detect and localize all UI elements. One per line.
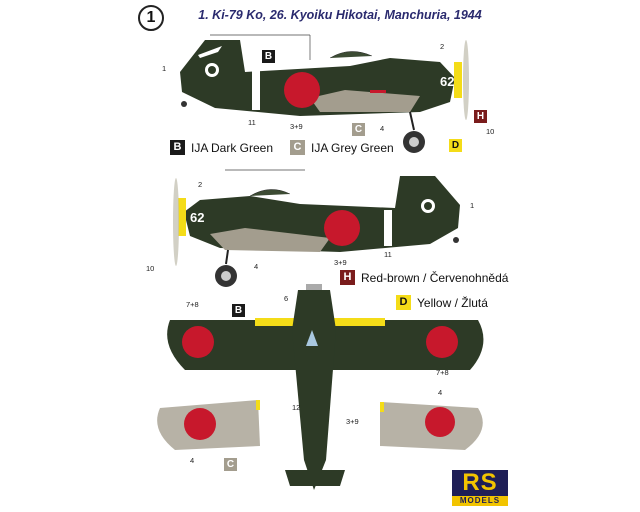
callout-plan-7-8-right: 7+8	[436, 368, 449, 377]
logo-mark: RS	[452, 470, 508, 496]
legend-h: H Red-brown / Červenohnědá	[340, 270, 508, 285]
callout-bottom-2: 2	[198, 180, 203, 189]
callout-top-2: 2	[440, 42, 445, 51]
legend-b: B IJA Dark Green	[170, 140, 273, 155]
callout-bottom-4: 4	[254, 262, 259, 271]
callout-top-4: 4	[380, 124, 385, 133]
callout-plan-12: 12	[292, 403, 301, 412]
legend-b-swatch: B	[170, 140, 185, 155]
legend-c: C IJA Grey Green	[290, 140, 394, 155]
callout-bottom-11: 11	[384, 250, 392, 259]
badge-h-top: H	[474, 110, 487, 123]
callout-top-3-9: 3+9	[290, 122, 303, 131]
legend-c-swatch: C	[290, 140, 305, 155]
badge-c-top: C	[352, 123, 365, 136]
callout-bottom-1: 1	[470, 201, 475, 210]
left-profile: 62	[180, 34, 469, 153]
callout-plan-7-8-left: 7+8	[186, 300, 199, 309]
fuselage-number: 62	[440, 74, 454, 89]
callout-top-11: 11	[248, 118, 256, 127]
callout-top-10: 10	[486, 127, 495, 136]
callout-wing-4-right: 4	[438, 388, 443, 397]
callout-bottom-10: 10	[146, 264, 155, 273]
legend-d-swatch: D	[396, 295, 411, 310]
legend-h-swatch: H	[340, 270, 355, 285]
right-profile: 62	[173, 169, 460, 287]
fuselage-number-right: 62	[190, 210, 204, 225]
rs-models-logo: RS MODELS	[452, 470, 508, 508]
wing-undersides	[157, 400, 483, 450]
legend-b-label: IJA Dark Green	[191, 140, 274, 155]
callout-wing-4-left: 4	[190, 456, 195, 465]
badge-b-plan: B	[232, 304, 245, 317]
legend-h-label: Red-brown / Červenohnědá	[361, 270, 509, 285]
callout-bottom-3-9: 3+9	[334, 258, 347, 267]
legend-c-label: IJA Grey Green	[311, 140, 394, 155]
profile-number: 1	[138, 5, 164, 31]
logo-sub: MODELS	[452, 496, 508, 506]
badge-d-top: D	[449, 139, 462, 152]
badge-c-wing: C	[224, 458, 237, 471]
callout-top-1: 1	[162, 64, 167, 73]
legend-d-label: Yellow / Žlutá	[417, 295, 488, 310]
legend-d: D Yellow / Žlutá	[396, 295, 488, 310]
badge-b-top: B	[262, 50, 275, 63]
callout-plan-3-9: 3+9	[346, 417, 359, 426]
page-title: 1. Ki-79 Ko, 26. Kyoiku Hikotai, Manchur…	[198, 8, 482, 22]
plan-view	[167, 284, 484, 490]
callout-plan-6: 6	[284, 294, 289, 303]
